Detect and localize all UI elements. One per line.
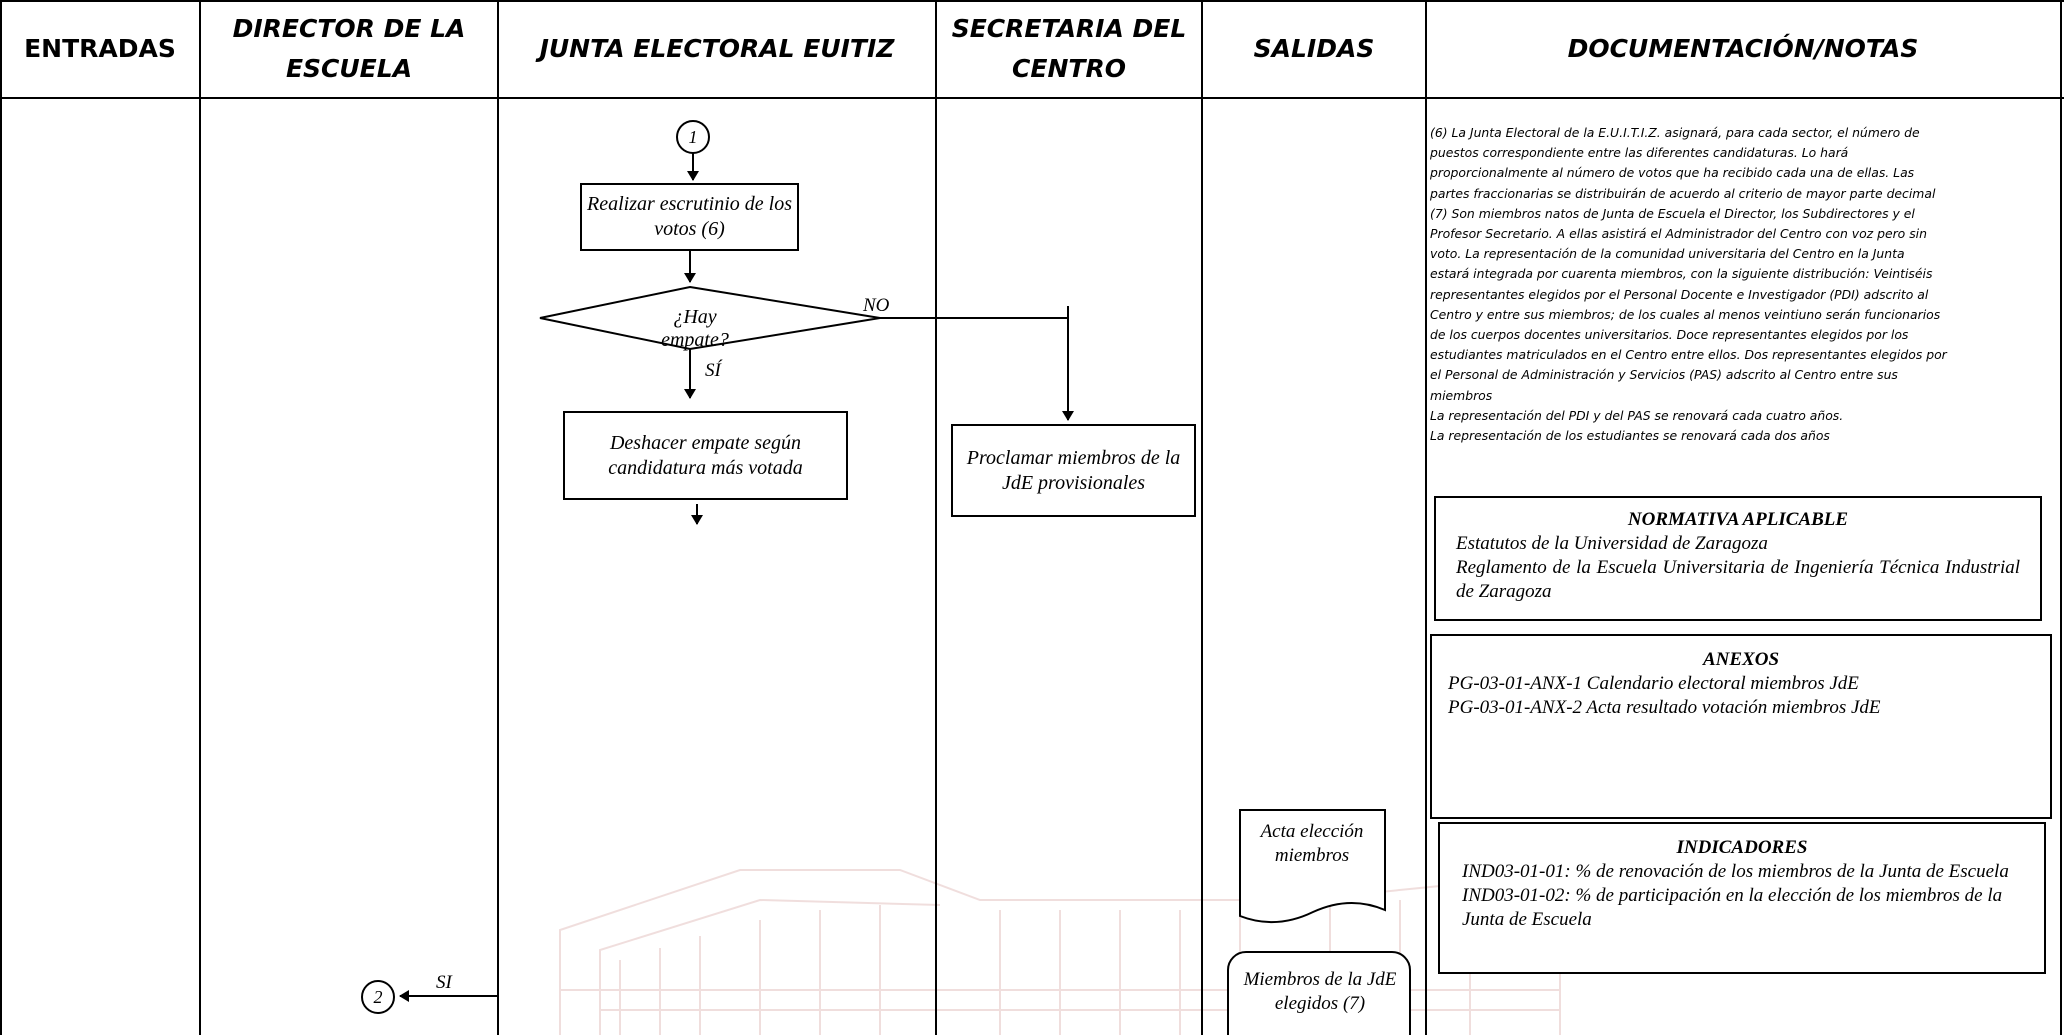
- header-junta: JUNTA ELECTORAL EUITIZ: [539, 33, 895, 63]
- column-divider: [0, 0, 2, 1035]
- deshacer-box: Deshacer empate según candidatura más vo…: [563, 411, 848, 500]
- note-line: La representación de los estudiantes se …: [1430, 428, 1830, 444]
- si-bottom-label: SI: [436, 972, 452, 993]
- header-entradas: ENTRADAS: [24, 33, 176, 63]
- indicadores-panel: INDICADORES IND03-01-01: % de renovación…: [1438, 822, 2046, 974]
- header-secretaria: SECRETARIA DEL CENTRO: [951, 13, 1187, 83]
- normativa-title: NORMATIVA APLICABLE: [1627, 509, 1849, 530]
- proclamar-box: Proclamar miembros de la JdE provisional…: [951, 424, 1196, 517]
- normativa-panel: NORMATIVA APLICABLE Estatutos de la Univ…: [1434, 496, 2042, 621]
- si-label: SÍ: [705, 360, 721, 381]
- decision-label: ¿Hay empate?: [661, 306, 729, 351]
- connector-2: 2: [361, 980, 395, 1014]
- column-divider: [497, 0, 499, 1035]
- note-line: voto. La representación de la comunidad …: [1430, 246, 1905, 262]
- header-director: DIRECTOR DE LA ESCUELA: [232, 13, 466, 83]
- note-line: Profesor Secretario. A ellas asistirá el…: [1430, 226, 1927, 242]
- header-documentacion: DOCUMENTACIÓN/NOTAS: [1567, 33, 1919, 63]
- miembros-label: Miembros de la JdE elegidos (7): [1243, 969, 1397, 1014]
- indicador-item: IND03-01-01: % de renovación de los miem…: [1462, 861, 2009, 882]
- note-line: estudiantes matriculados en el Centro en…: [1430, 347, 1947, 363]
- terminal-shape-miembros: [1227, 951, 1411, 1035]
- header-salidas: SALIDAS: [1253, 33, 1375, 63]
- anexo-item: PG-03-01-ANX-2 Acta resultado votación m…: [1448, 697, 1881, 718]
- note-line: el Personal de Administración y Servicio…: [1430, 367, 1898, 383]
- column-divider: [1425, 0, 1427, 1035]
- indicador-item: IND03-01-02: % de participación en la el…: [1462, 885, 2003, 930]
- escrutinio-box: Realizar escrutinio de los votos (6): [580, 183, 799, 251]
- document-shape-acta: [1239, 809, 1386, 924]
- note-line: partes fraccionarias se distribuirán de …: [1430, 185, 1936, 201]
- indicadores-title: INDICADORES: [1676, 837, 1808, 858]
- note-line: (6) La Junta Electoral de la E.U.I.T.I.Z…: [1430, 125, 1920, 140]
- column-divider: [935, 0, 937, 1035]
- anexos-panel: ANEXOS PG-03-01-ANX-1 Calendario elector…: [1430, 634, 2052, 819]
- documentation-notes: (6) La Junta Electoral de la E.U.I.T.I.Z…: [1430, 123, 2060, 446]
- note-line: puestos correspondiente entre las difere…: [1430, 145, 1849, 161]
- note-line: La representación del PDI y del PAS se r…: [1430, 407, 1844, 423]
- note-line: (7) Son miembros natos de Junta de Escue…: [1430, 205, 1915, 221]
- note-line: representantes elegidos por el Personal …: [1430, 286, 1929, 302]
- table-top-border: [0, 0, 2064, 2]
- note-line: estará integrada por cuarenta miembros, …: [1430, 266, 1933, 282]
- anexos-title: ANEXOS: [1702, 649, 1780, 670]
- normativa-item: Reglamento de la Escuela Universitaria d…: [1456, 557, 2020, 602]
- acta-label: Acta elección miembros: [1260, 821, 1364, 866]
- header-divider: [0, 97, 2064, 99]
- no-label: NO: [863, 295, 890, 316]
- column-divider: [1201, 0, 1203, 1035]
- note-line: miembros: [1430, 387, 1493, 403]
- note-line: de los cuerpos docentes universitarios. …: [1430, 327, 1909, 343]
- column-divider: [199, 0, 201, 1035]
- column-divider: [2060, 0, 2062, 1035]
- anexo-item: PG-03-01-ANX-1 Calendario electoral miem…: [1448, 673, 1859, 694]
- connector-1: 1: [676, 120, 710, 154]
- note-line: Centro y entre sus miembros; de los cual…: [1430, 306, 1941, 322]
- note-line: proporcionalmente al número de votos que…: [1430, 165, 1915, 181]
- normativa-item: Estatutos de la Universidad de Zaragoza: [1456, 533, 1768, 554]
